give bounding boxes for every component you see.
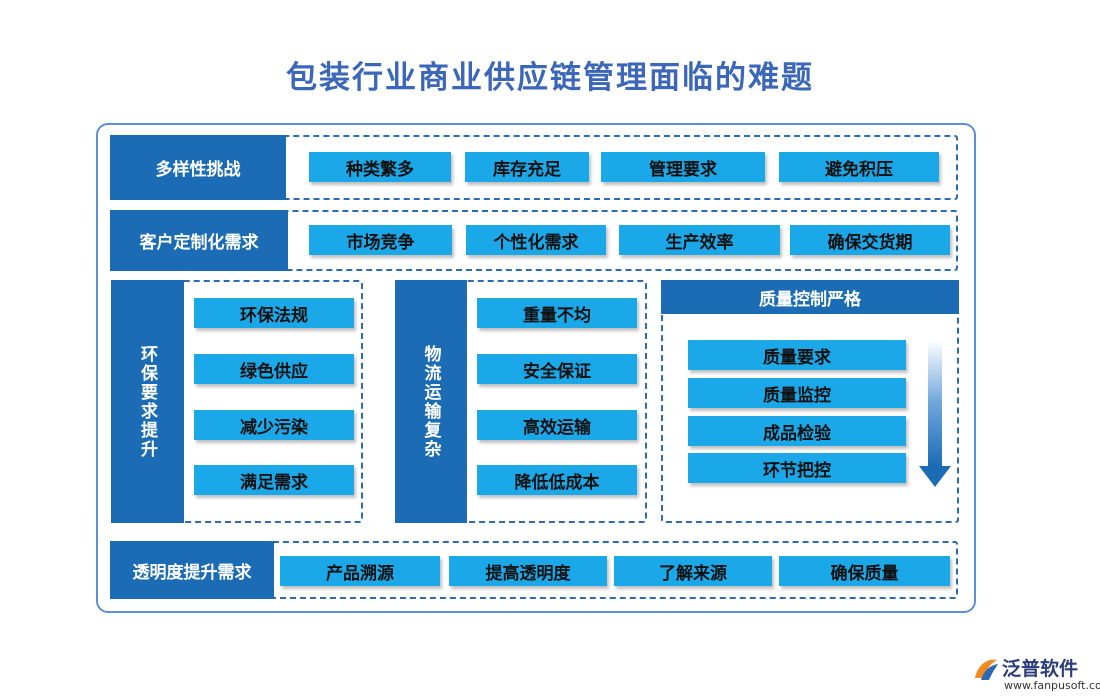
transparency-item-4: 确保质量: [779, 556, 950, 586]
page-title: 包装行业商业供应链管理面临的难题: [286, 60, 814, 96]
environment-item-1: 环保法规: [194, 298, 354, 328]
environment-label: 环保要求提升: [111, 280, 184, 523]
diversity-item-1: 种类繁多: [309, 152, 451, 182]
customization-label: 客户定制化需求: [110, 210, 288, 271]
diversity-label: 多样性挑战: [110, 135, 286, 200]
customization-item-1: 市场竞争: [309, 225, 452, 255]
brand-logo: 泛普软件 www.fanpusoft.com: [972, 652, 1100, 696]
diversity-item-2: 库存充足: [465, 152, 589, 182]
logistics-item-2: 安全保证: [477, 354, 637, 384]
transparency-item-3: 了解来源: [614, 556, 772, 586]
environment-item-2: 绿色供应: [194, 354, 354, 384]
logistics-item-4: 降低低成本: [477, 465, 637, 495]
brand-name: 泛普软件: [1002, 658, 1079, 680]
logistics-item-3: 高效运输: [477, 410, 637, 440]
diversity-item-3: 管理要求: [601, 152, 765, 182]
logistics-label: 物流运输复杂: [395, 280, 467, 523]
customization-item-3: 生产效率: [619, 225, 780, 255]
diversity-item-4: 避免积压: [779, 152, 939, 182]
quality-label: 质量控制严格: [661, 280, 959, 314]
down-arrow-icon: [919, 340, 951, 487]
quality-item-4: 环节把控: [688, 453, 906, 483]
transparency-item-2: 提高透明度: [449, 556, 607, 586]
quality-item-3: 成品检验: [688, 416, 906, 446]
environment-item-4: 满足需求: [194, 465, 354, 495]
environment-item-3: 减少污染: [194, 410, 354, 440]
quality-item-1: 质量要求: [688, 340, 906, 370]
brand-mark-icon: [975, 659, 998, 680]
transparency-item-1: 产品溯源: [280, 556, 440, 586]
transparency-label: 透明度提升需求: [110, 541, 274, 599]
logistics-item-1: 重量不均: [477, 298, 637, 328]
quality-item-2: 质量监控: [688, 378, 906, 408]
customization-item-2: 个性化需求: [466, 225, 606, 255]
brand-url: www.fanpusoft.com: [1004, 679, 1100, 692]
customization-item-4: 确保交货期: [790, 225, 950, 255]
